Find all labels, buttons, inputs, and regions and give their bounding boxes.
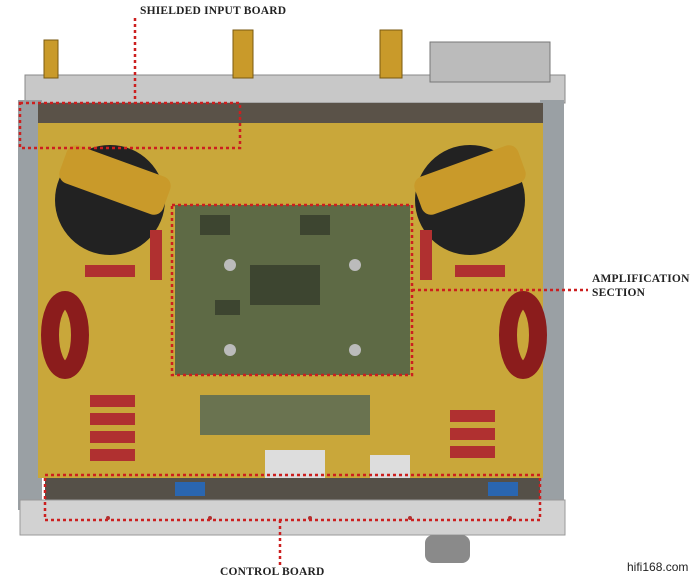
toroid-inductors [41,291,547,379]
rear-connector [429,41,551,83]
callout-amplification-line1: AMPLIFICATION [592,273,690,285]
front-panel [19,499,566,536]
filter-capacitors [55,145,526,255]
volume-knob [425,535,470,563]
callout-shielded-input-board: SHIELDED INPUT BOARD [140,5,287,17]
watermark: hifi168.com [627,560,689,574]
callout-outlines [18,18,588,565]
shielded-input-outline [18,101,242,150]
callout-amplification-section: AMPLIFICATION SECTION [592,272,690,300]
callout-amplification-line2: SECTION [592,287,646,299]
rca-connectors [43,29,403,79]
callout-control-board: CONTROL BOARD [220,566,325,578]
control-board-outline [43,473,542,522]
